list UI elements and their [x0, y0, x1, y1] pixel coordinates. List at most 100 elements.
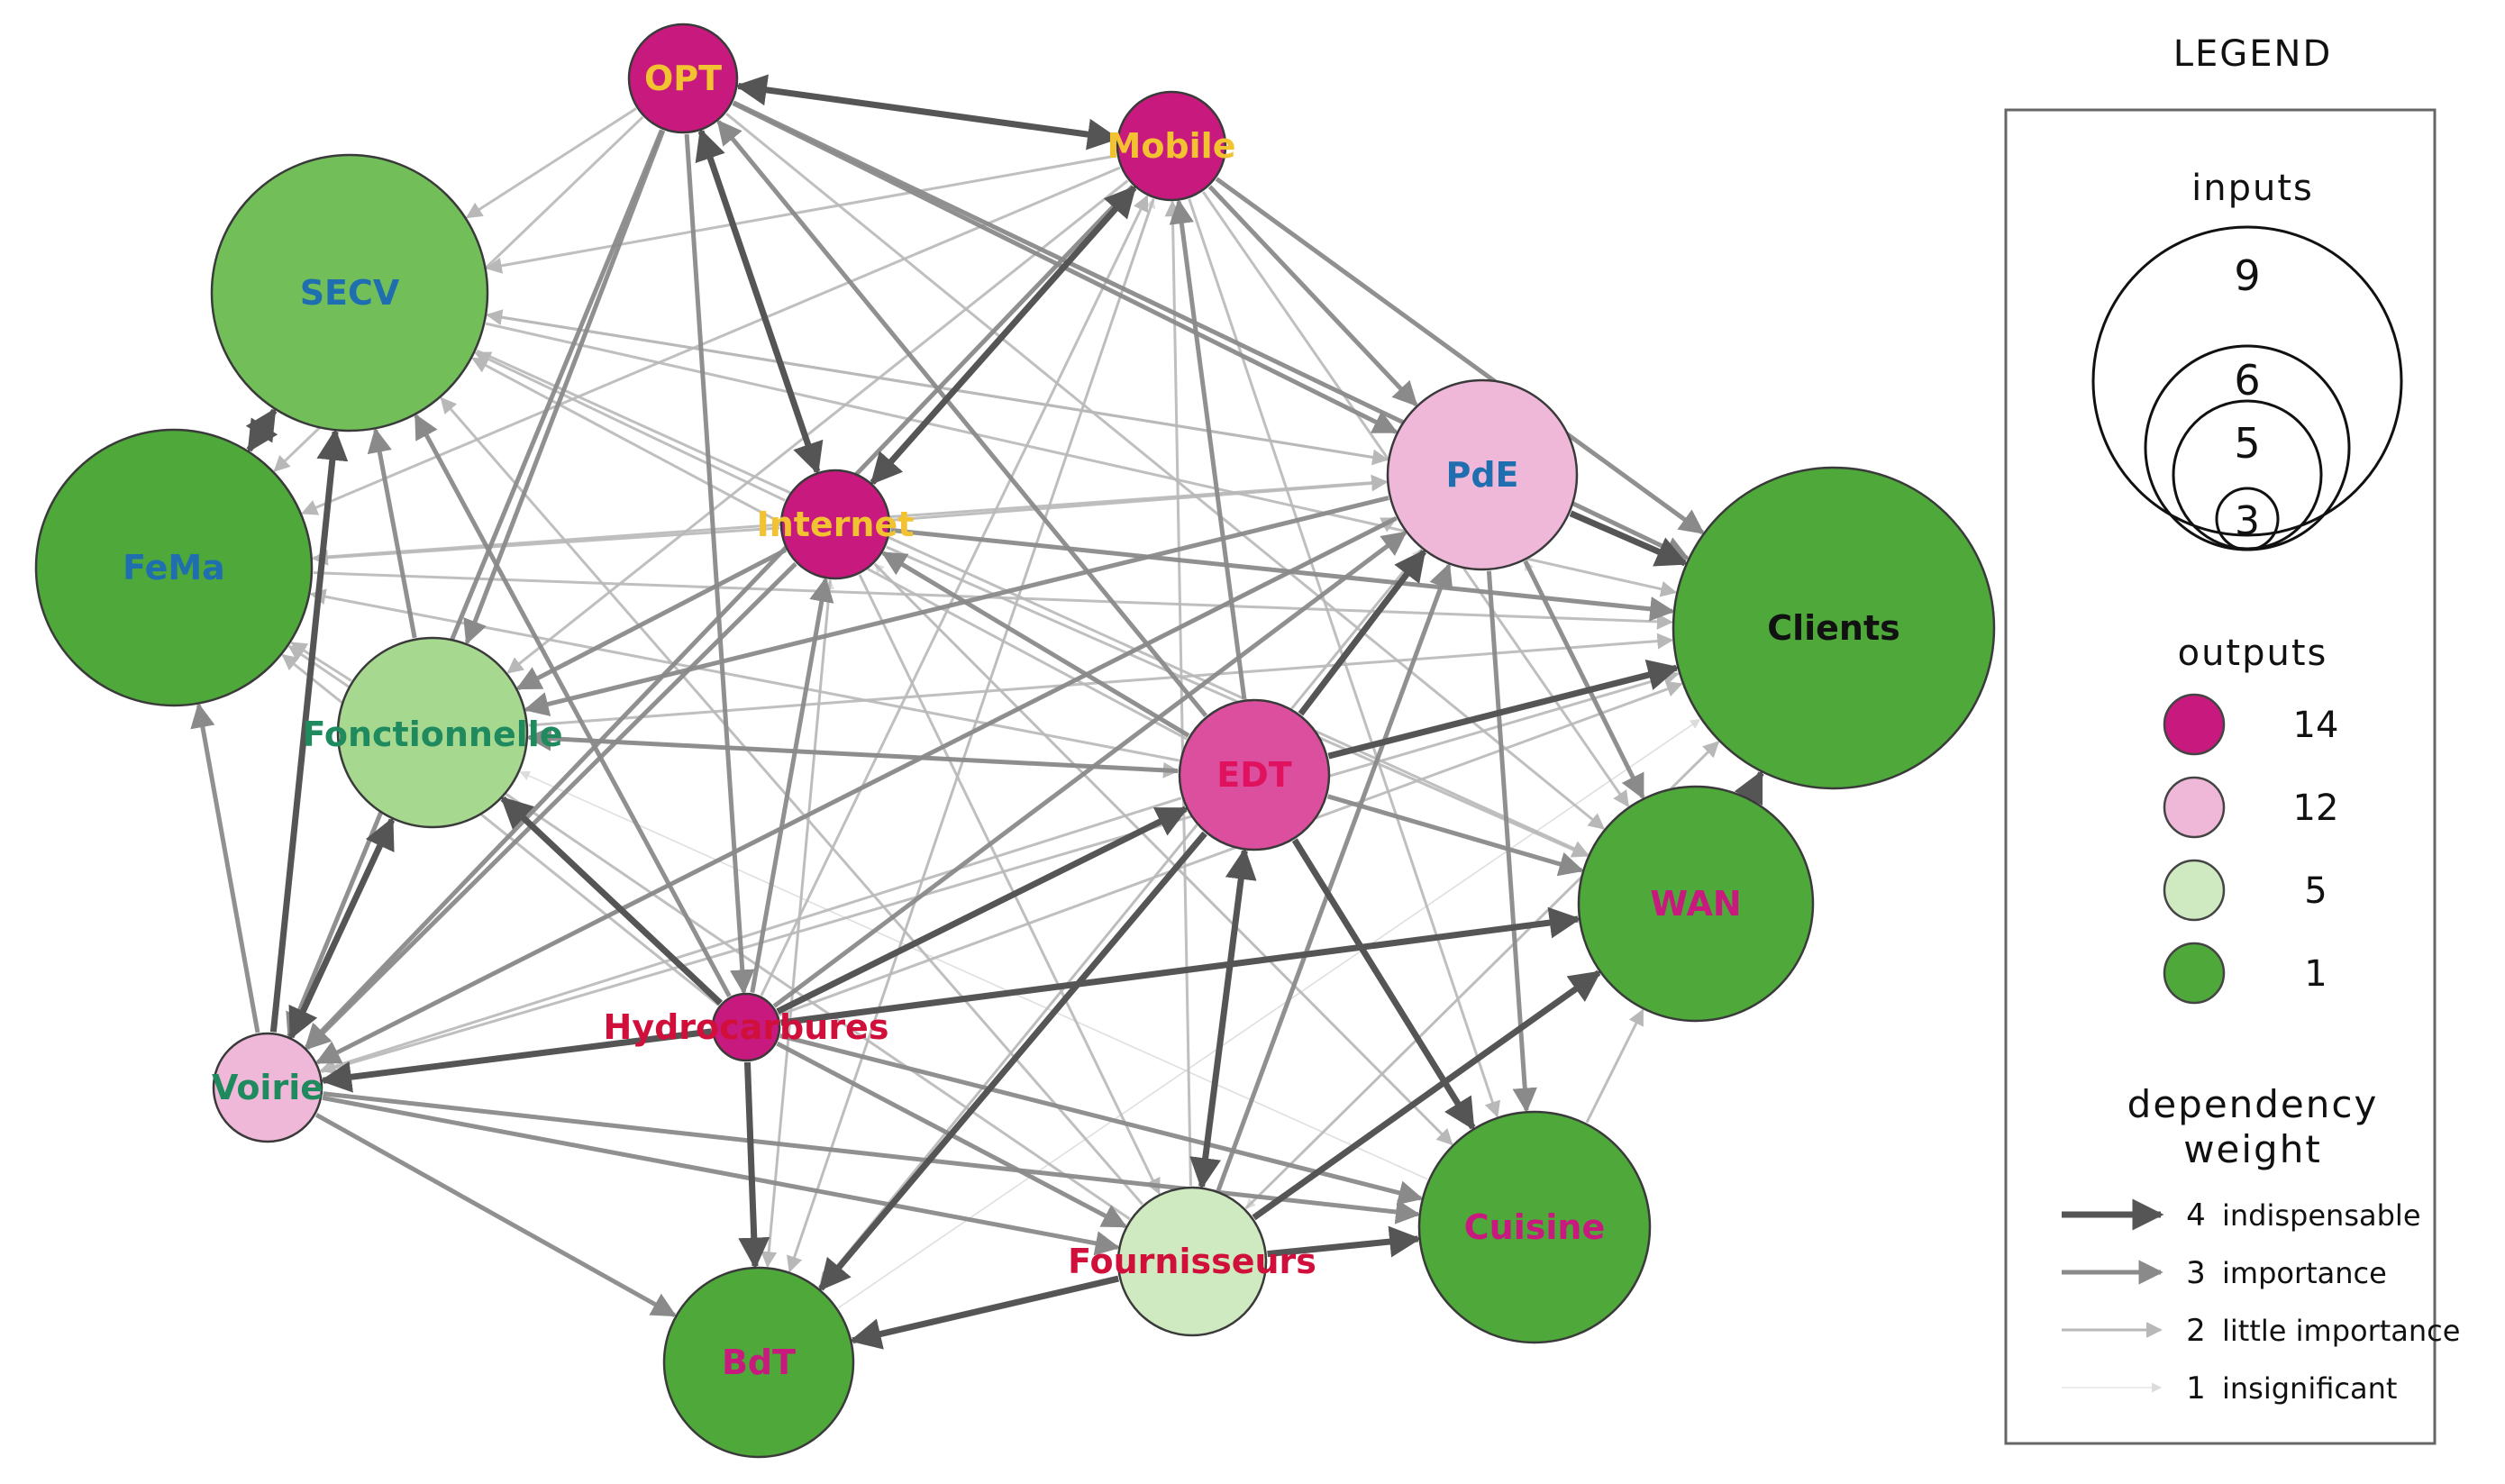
edge-internet-to-secv [474, 351, 786, 502]
node-circle-clients [1672, 466, 1996, 790]
edge-fournisseurs-to-bdt [849, 1275, 1119, 1350]
node-pde [1386, 378, 1579, 571]
edge-edt-to-wan [1326, 794, 1584, 877]
edge-pde-to-wan [1523, 560, 1645, 800]
edge-fournisseurs-to-mobile [1164, 200, 1192, 1187]
legend-inputs-label-6: 6 [2234, 356, 2260, 405]
node-circle-internet [779, 469, 891, 580]
node-edt [1178, 698, 1331, 851]
legend-weight-title-line1: dependency [2127, 1082, 2379, 1126]
edge-hydrocarbures-to-bdt [738, 1061, 770, 1270]
node-label-internet: Internet [757, 505, 915, 544]
node-circle-bdt [662, 1266, 855, 1459]
edge-pde-to-cuisine [1486, 570, 1537, 1114]
edge-voirie-to-bdt [314, 1113, 678, 1317]
edges-layer [190, 74, 1764, 1350]
node-fema [34, 428, 314, 707]
edge-edt-to-internet [880, 551, 1190, 738]
nodes-layer: OPTMobileSECVFeMaInternetPdEClientsFonct… [34, 23, 1996, 1459]
node-internet [779, 469, 891, 580]
node-circle-opt [627, 23, 739, 134]
edge-voirie-to-secv [269, 428, 349, 1033]
node-label-secv: SECV [300, 273, 400, 313]
edge-internet-to-cuisine [873, 562, 1453, 1146]
edge-mobile-to-pde [1207, 185, 1418, 407]
edge-opt-to-mobile [734, 74, 1120, 150]
legend-weight-value-2: 2 [2186, 1313, 2206, 1349]
edge-hydrocarbures-to-edt [776, 806, 1189, 1015]
edge-edt-to-mobile [1169, 198, 1247, 700]
node-label-fonctionnelle: Fonctionnelle [302, 715, 562, 754]
node-cuisine [1417, 1110, 1652, 1344]
legend-inputs-title: inputs [2191, 168, 2314, 209]
legend-outputs-label-1: 1 [2304, 953, 2327, 995]
node-label-pde: PdE [1445, 455, 1518, 495]
legend-weight-value-3: 3 [2186, 1255, 2206, 1291]
edge-edt-to-bdt [818, 831, 1207, 1291]
legend-inputs-label-3: 3 [2235, 498, 2260, 544]
node-label-opt: OPT [644, 59, 722, 98]
node-mobile [1116, 90, 1227, 202]
edge-opt-to-fonctionnelle [463, 130, 666, 645]
edge-wan-to-clients [1734, 769, 1764, 806]
edge-fournisseurs-to-pde [1216, 562, 1453, 1192]
edge-internet-to-fonctionnelle [515, 548, 788, 691]
legend-inputs-label-5: 5 [2234, 419, 2260, 468]
node-label-bdt: BdT [722, 1343, 796, 1382]
legend-inputs-circle-3 [2215, 487, 2280, 551]
node-circle-pde [1386, 378, 1579, 571]
node-hydrocarbures [711, 992, 781, 1062]
node-circle-secv [210, 153, 489, 432]
legend-weight-title-line2: weight [2183, 1127, 2322, 1171]
edge-internet-to-fournisseurs [858, 574, 1161, 1196]
node-label-clients: Clients [1767, 608, 1900, 648]
edge-fournisseurs-to-secv [440, 396, 1144, 1206]
edge-pde-to-clients [1569, 510, 1689, 567]
edge-secv-to-wan [476, 349, 1590, 856]
edge-voirie-to-clients [321, 669, 1681, 1073]
legend-inputs-label-9: 9 [2234, 251, 2260, 300]
edge-internet-to-bdt [761, 579, 832, 1269]
edge-fournisseurs-to-wan [1252, 970, 1602, 1221]
node-circle-voirie [212, 1032, 323, 1143]
edge-mobile-to-clients [1215, 177, 1705, 535]
node-label-fema: FeMa [123, 548, 225, 587]
legend-outputs-label-12: 12 [2293, 788, 2339, 829]
edge-hydrocarbures-to-internet [750, 577, 834, 994]
edge-fonctionnelle-to-secv [367, 427, 417, 639]
edge-bdt-to-clients [837, 718, 1701, 1309]
edge-opt-to-internet [695, 128, 824, 475]
edge-edt-to-pde [1298, 549, 1427, 716]
node-circle-hydrocarbures [711, 992, 781, 1062]
node-circle-edt [1178, 698, 1331, 851]
edge-opt-to-secv [465, 107, 637, 219]
edge-pde-to-voirie [314, 515, 1398, 1065]
node-bdt [662, 1266, 855, 1459]
edge-hydrocarbures-to-wan [780, 906, 1581, 1026]
node-circle-fournisseurs [1116, 1186, 1268, 1337]
legend-outputs-swatch-1 [2163, 942, 2226, 1005]
edge-cuisine-to-wan [1585, 1008, 1644, 1124]
node-opt [627, 23, 739, 134]
legend-outputs-label-5: 5 [2304, 870, 2327, 912]
legend-weight-label-3: importance [2222, 1256, 2387, 1290]
node-fournisseurs [1116, 1186, 1268, 1337]
node-voirie [212, 1032, 323, 1143]
edge-pde-to-bdt [818, 548, 1423, 1289]
edge-edt-to-fournisseurs [1189, 847, 1257, 1190]
legend-outputs-swatch-12 [2163, 776, 2226, 839]
edge-hydrocarbures-to-secv [414, 413, 732, 997]
edge-edt-to-voirie [319, 797, 1182, 1074]
edge-mobile-to-internet [870, 185, 1137, 486]
legend-weight-value-4: 4 [2186, 1197, 2206, 1234]
legend-box [2004, 108, 2437, 1445]
node-label-cuisine: Cuisine [1464, 1207, 1605, 1247]
legend-inputs-circle-9 [2091, 225, 2403, 537]
edge-hydrocarbures-to-cuisine [779, 1033, 1424, 1206]
node-clients [1672, 466, 1996, 790]
legend-weight-label-2: little importance [2222, 1314, 2460, 1348]
edge-fonctionnelle-to-fema [290, 642, 352, 682]
